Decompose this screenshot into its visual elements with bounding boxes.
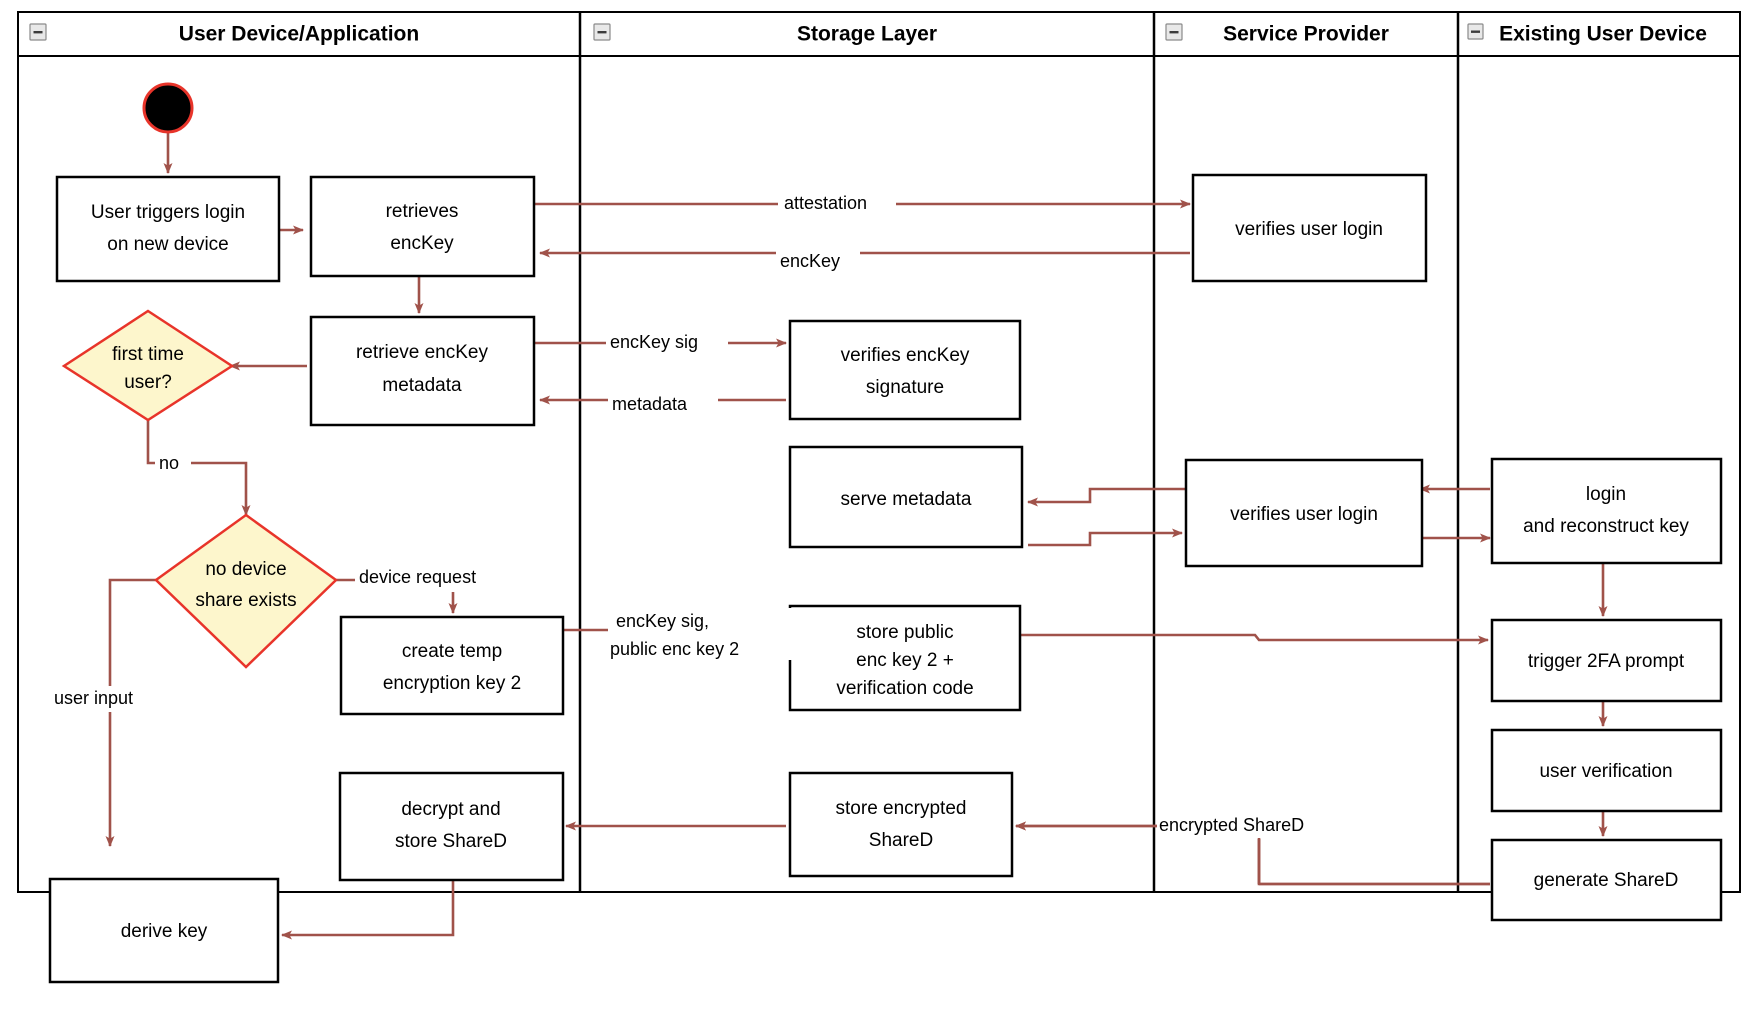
node-label-line: user?: [124, 372, 172, 393]
edge-label-text: encrypted ShareD: [1159, 815, 1304, 835]
node-label-line: create temp: [402, 641, 502, 662]
edge-label-text: user input: [54, 688, 133, 708]
node-label-line: serve metadata: [841, 489, 972, 510]
collapse-icon-service-provider[interactable]: [1165, 23, 1183, 41]
lane-header-existing-device[interactable]: Existing User Device: [1499, 23, 1707, 46]
node-user-verification[interactable]: user verification: [1490, 728, 1723, 813]
edge-decrypt-to-derive: [281, 881, 455, 940]
node-label-line: verifies user login: [1230, 504, 1378, 525]
node-label-line: user verification: [1539, 761, 1672, 782]
node-retrieve-enckey-metadata[interactable]: retrieve encKey metadata: [309, 315, 536, 427]
node-label-line: User triggers login: [91, 202, 245, 223]
node-serve-metadata[interactable]: serve metadata: [788, 445, 1024, 549]
edge-label-enckey: encKey: [776, 249, 860, 275]
node-label-line: and reconstruct key: [1523, 516, 1689, 537]
node-retrieves-enckey[interactable]: retrieves encKey: [309, 175, 536, 278]
edge-label-encrypted-shared: encrypted ShareD: [1157, 813, 1342, 839]
collapse-icon-storage[interactable]: [593, 23, 611, 41]
edge-label-text: no: [159, 453, 179, 473]
edge-label-no: no: [155, 452, 191, 476]
edge-verify2-to-serve-metadata: [1027, 487, 1188, 507]
node-user-triggers-login[interactable]: User triggers login on new device: [55, 175, 281, 283]
edge-label-enckey-sig: encKey sig: [606, 330, 728, 356]
lane-header-storage[interactable]: Storage Layer: [797, 23, 937, 46]
node-login-and-reconstruct-key[interactable]: login and reconstruct key: [1490, 457, 1723, 565]
node-decrypt-and-store-shared[interactable]: decrypt and store ShareD: [338, 771, 565, 882]
node-verifies-enckey-signature[interactable]: verifies encKey signature: [788, 319, 1022, 421]
node-trigger-2fa-prompt[interactable]: trigger 2FA prompt: [1490, 618, 1723, 703]
lane-title-existing-device: Existing User Device: [1499, 23, 1707, 46]
collapse-icon-user-device[interactable]: [29, 23, 47, 41]
node-label-line: on new device: [107, 234, 228, 255]
edge-label-enckey-sig-public-enc-key-2: encKey sig, public enc key 2: [608, 608, 793, 660]
node-start: [142, 82, 194, 134]
node-label-line: retrieve encKey: [356, 342, 489, 363]
node-label-line: generate ShareD: [1534, 870, 1679, 891]
node-store-encrypted-shared[interactable]: store encrypted ShareD: [788, 771, 1014, 878]
node-label-line: metadata: [382, 375, 462, 396]
node-label-line: ShareD: [869, 830, 933, 851]
node-label-line: verifies encKey: [841, 345, 970, 366]
node-create-temp-encryption-key-2[interactable]: create temp encryption key 2: [339, 615, 565, 716]
edge-label-text: encKey sig: [610, 332, 698, 352]
edge-label-text: encKey sig,: [616, 611, 709, 631]
node-label-line: store ShareD: [395, 831, 507, 852]
node-label-line: decrypt and: [401, 799, 500, 820]
node-label-line: store encrypted: [836, 798, 967, 819]
node-label-line: enc key 2 +: [856, 650, 954, 671]
node-label-line: first time: [112, 344, 184, 365]
node-label-line: encKey: [390, 233, 454, 254]
node-label-line: store public: [856, 622, 953, 643]
edge-label-user-input: user input: [50, 686, 160, 712]
node-label-line: signature: [866, 377, 944, 398]
edge-no-branch: [146, 420, 251, 516]
edge-label-metadata: metadata: [608, 392, 718, 418]
edge-label-device-request: device request: [355, 566, 517, 592]
edge-label-text: device request: [359, 567, 476, 587]
lane-title-user-device: User Device/Application: [179, 23, 419, 46]
node-label-line: verification code: [836, 678, 973, 699]
node-label-line: verifies user login: [1235, 219, 1383, 240]
lane-header-user-device[interactable]: User Device/Application: [179, 23, 419, 46]
node-label-line: share exists: [195, 590, 296, 611]
edge-label-text: encKey: [780, 251, 840, 271]
swimlane-frame: [17, 11, 1741, 893]
edge-serve-metadata-to-verify2: [1028, 528, 1183, 547]
node-label-line: encryption key 2: [383, 673, 521, 694]
node-label-line: no device: [205, 559, 286, 580]
edge-label-text: metadata: [612, 394, 688, 414]
node-no-device-share-decision[interactable]: no device share exists: [154, 513, 338, 669]
edge-user-input: [105, 578, 158, 847]
edge-store-public-to-2fa: [1016, 633, 1489, 645]
lane-title-service-provider: Service Provider: [1223, 23, 1389, 46]
node-label-line: retrieves: [386, 201, 459, 222]
node-store-public-enc-key-2[interactable]: store public enc key 2 + verification co…: [788, 604, 1022, 712]
node-generate-shared[interactable]: generate ShareD: [1490, 838, 1723, 922]
node-derive-key[interactable]: derive key: [48, 877, 280, 984]
edge-label-text: public enc key 2: [610, 639, 739, 659]
node-first-time-user-decision[interactable]: first time user?: [61, 309, 235, 422]
lane-title-storage: Storage Layer: [797, 23, 937, 46]
lane-header-service-provider[interactable]: Service Provider: [1223, 23, 1389, 46]
node-verifies-user-login-1[interactable]: verifies user login: [1191, 173, 1428, 283]
node-verifies-user-login-2[interactable]: verifies user login: [1184, 458, 1424, 568]
edge-label-text: attestation: [784, 193, 867, 213]
edge-label-attestation: attestation: [778, 191, 896, 217]
node-label-line: trigger 2FA prompt: [1528, 651, 1685, 672]
node-label-line: derive key: [121, 921, 208, 942]
collapse-icon-existing-device[interactable]: [1467, 23, 1484, 40]
node-label-line: login: [1586, 484, 1626, 505]
